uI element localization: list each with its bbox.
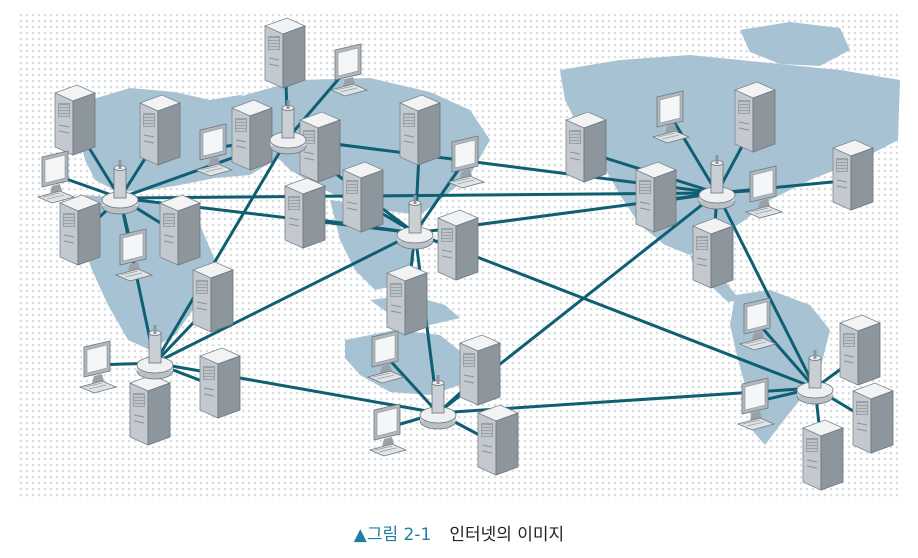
- server-tower-icon: [59, 194, 101, 266]
- server-tower-icon: [852, 382, 894, 454]
- server-tower-icon: [437, 209, 479, 281]
- server-tower-icon: [802, 419, 844, 491]
- server-tower-icon: [284, 177, 326, 249]
- server-tower-icon: [635, 161, 677, 233]
- server-tower-icon: [386, 264, 428, 336]
- access-link: [383, 353, 440, 415]
- server-tower-icon: [565, 111, 607, 183]
- server-tower-icon: [399, 94, 441, 166]
- internet-diagram: [18, 12, 902, 500]
- server-tower-icon: [54, 84, 96, 156]
- server-tower-icon: [692, 217, 734, 289]
- backbone-link: [153, 136, 290, 365]
- server-tower-icon: [129, 374, 171, 446]
- network-diagram-svg: [18, 12, 902, 500]
- access-link: [668, 113, 719, 195]
- caption-number: ▲그림 2-1: [353, 524, 432, 545]
- figure-caption: ▲그림 2-1 인터넷의 이미지: [0, 514, 918, 550]
- server-tower-icon: [199, 347, 241, 419]
- backbone-link: [153, 231, 417, 365]
- server-tower-icon: [734, 81, 776, 153]
- server-tower-icon: [139, 94, 181, 166]
- server-tower-icon: [832, 139, 874, 211]
- server-tower-icon: [231, 99, 273, 171]
- access-link: [413, 158, 467, 235]
- server-tower-icon: [477, 404, 519, 476]
- access-link: [755, 320, 817, 390]
- server-tower-icon: [459, 334, 501, 406]
- caption-text: 인터넷의 이미지: [449, 524, 565, 545]
- server-tower-icon: [839, 314, 881, 386]
- server-tower-icon: [192, 261, 234, 333]
- server-tower-icon: [342, 161, 384, 233]
- server-tower-icon: [159, 194, 201, 266]
- backbone-link: [118, 191, 719, 200]
- server-tower-icon: [264, 17, 306, 89]
- backbone-link: [413, 231, 817, 390]
